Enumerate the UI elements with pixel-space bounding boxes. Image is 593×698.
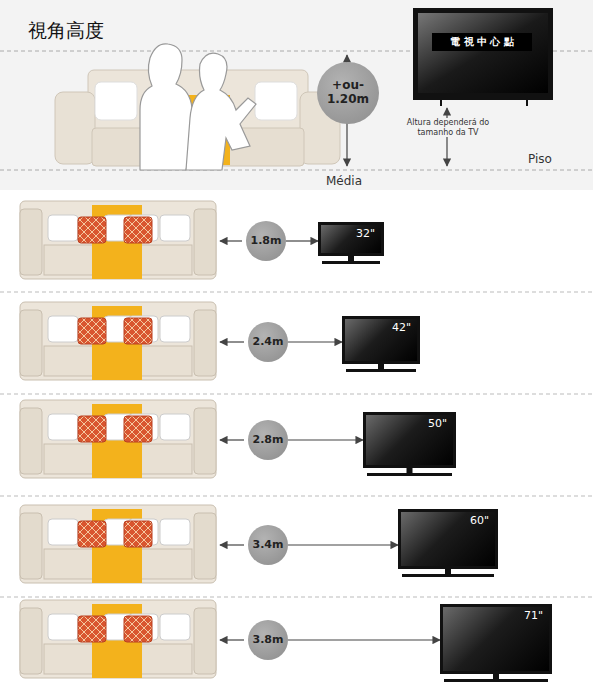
couple-silhouette [140,44,256,170]
distance-arrow-left [220,544,244,545]
shape [194,310,216,376]
tv-height-note: Altura dependerá do tamanho da TV [398,118,498,137]
tv-stand [346,369,416,372]
shape [160,614,190,640]
shape [160,215,190,241]
shape [160,414,190,440]
screen-size: 71" [524,609,543,622]
shape [48,215,78,241]
tv-screen: 50" [363,412,456,468]
floor-label: Piso [528,152,552,166]
distance-circle: 3.8m [248,620,288,660]
row-separator [0,597,593,598]
distance-value: +ou- 1.20m [324,79,372,107]
shape [124,616,152,642]
distance-arrow [288,341,342,342]
distance-arrow [286,240,318,241]
shape [160,316,190,342]
distance-value: 1.8m [251,235,282,248]
sofa-top-view [20,302,216,380]
floor-line [0,170,593,171]
distance-arrow-left [220,341,244,342]
shape [78,416,106,442]
row-separator [0,496,593,497]
distance-circle: 2.4m [248,322,288,362]
shape [78,521,106,547]
shape [48,519,78,545]
shape [194,608,216,674]
band-text: 電 視 中 心 點 [450,35,514,49]
screen-size: 50" [428,417,447,430]
tv-stand [407,468,413,473]
distance-value: 2.4m [253,336,284,349]
height-circle: +ou- 1.20m [317,62,379,124]
title: 視角高度 [28,18,104,44]
shape [20,302,216,380]
shape [20,310,42,376]
shape [20,608,42,674]
shape [194,513,216,579]
tv-stand [367,473,452,476]
distance-arrow [288,544,398,545]
distance-value: 3.8m [253,634,284,647]
shape [124,217,152,243]
shape [20,201,216,279]
shape [78,616,106,642]
tv-stand [348,256,354,261]
tv-screen: 60" [398,509,498,569]
shape [48,614,78,640]
shape [20,408,42,474]
shape [78,318,106,344]
distance-arrow [288,639,440,640]
shape [194,209,216,275]
shape [160,519,190,545]
distance-circle: 2.8m [248,420,288,460]
tv-top [413,8,553,106]
sofa-top-view [20,201,216,279]
distance-arrow-left [220,240,242,241]
distance-arrow-left [220,439,244,440]
distance-value: 2.8m [253,434,284,447]
tv-stand [378,364,384,369]
tv-screen: 32" [318,222,384,256]
distance-value: 3.4m [253,539,284,552]
shape [20,600,216,678]
tv-screen: 42" [342,316,420,364]
distance-arrow [288,439,363,440]
shape [124,416,152,442]
shape [20,209,42,275]
distance-circle: 3.4m [248,525,288,565]
shape [20,513,42,579]
screen-size: 32" [356,227,375,240]
tv-center-band: 電 視 中 心 點 [432,33,532,51]
sofa-top-view [20,600,216,678]
tv-stand [493,674,499,679]
screen-size: 42" [392,321,411,334]
tv-stand [444,679,548,682]
distance-circle: 1.8m [246,221,286,261]
tv-stand [402,574,494,577]
distance-arrow-left [220,639,244,640]
screen-size: 60" [470,514,489,527]
average-label: Média [326,174,362,188]
shape [124,521,152,547]
tv-stand [445,569,451,574]
shape [124,318,152,344]
shape [20,505,216,583]
top-panel [0,0,593,190]
shape [78,217,106,243]
row-separator [0,292,593,293]
row-separator [0,394,593,395]
shape [48,414,78,440]
tv-stand [322,261,380,264]
shape [20,400,216,478]
tv-screen: 71" [440,604,552,674]
sofa-top-view [20,505,216,583]
sofa-top-view [20,400,216,478]
shape [194,408,216,474]
shape [48,316,78,342]
